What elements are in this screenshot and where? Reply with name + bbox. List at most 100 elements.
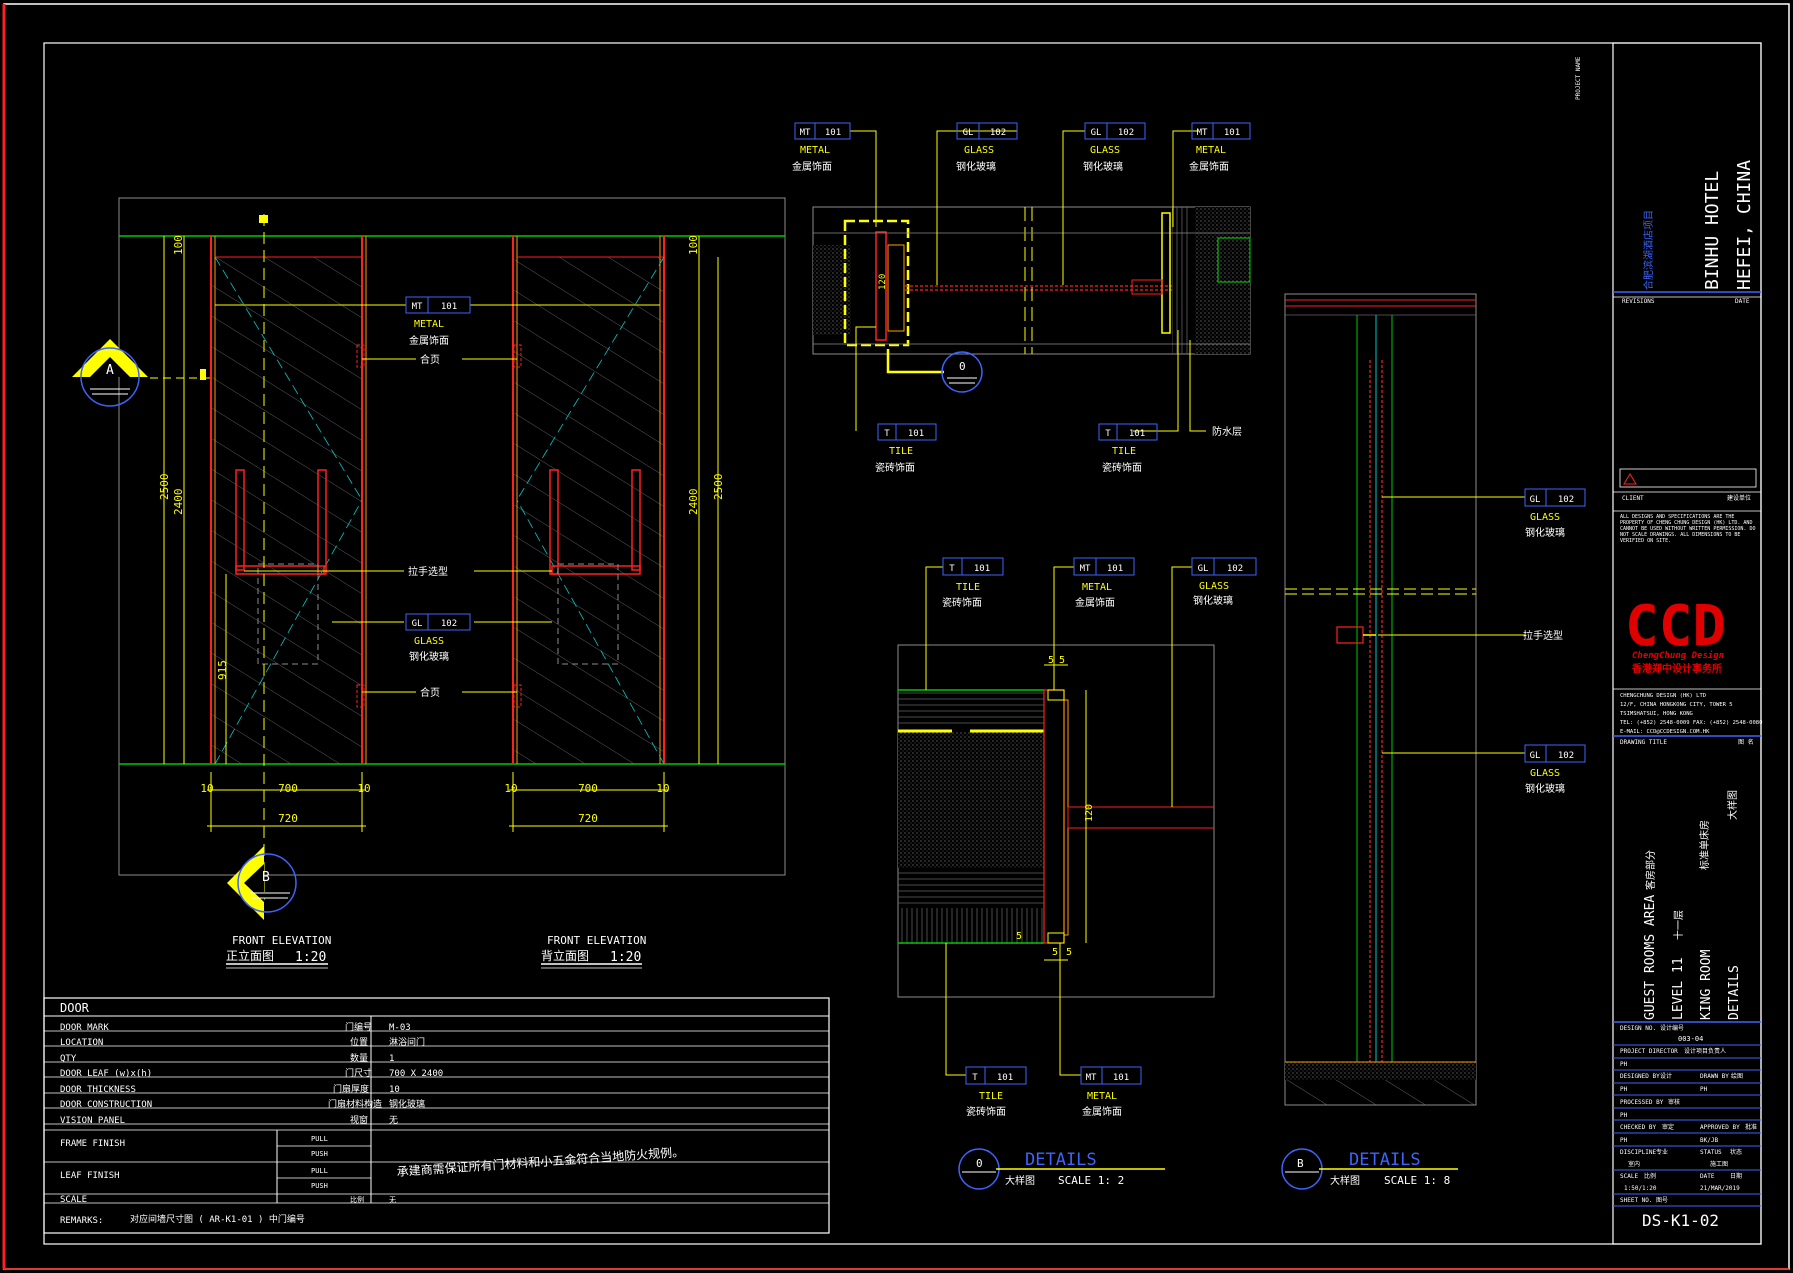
schedule-row-label: DOOR CONSTRUCTION (60, 1100, 152, 1110)
plan-tag-gl102-a: GL 102 GLASS 钢化玻璃 (956, 122, 1018, 173)
svg-text:GLASS: GLASS (1530, 512, 1560, 523)
svg-text:102: 102 (1118, 128, 1134, 138)
svg-text:T: T (1105, 429, 1111, 439)
tb-scale: SCALE (1620, 1173, 1638, 1180)
dim-10-b: 10 (357, 782, 370, 795)
svg-text:1:20: 1:20 (295, 950, 326, 965)
section-tag-mt101-top: MT 101 METAL 金属饰面 (1073, 557, 1135, 609)
dim-100-left: 100 (172, 235, 185, 255)
tb-company-line: E-MAIL: CCD@CCDESIGN.COM.HK (1620, 729, 1710, 735)
svg-text:TILE: TILE (1112, 446, 1136, 457)
schedule-row-cn: 门扇厚度 (333, 1083, 369, 1095)
section-detail: 5 5 5 5 5 120 T 101 TILE 瓷砖饰面 MT 101 (897, 557, 1257, 1190)
svg-text:钢化玻璃: 钢化玻璃 (409, 650, 449, 663)
svg-text:102: 102 (1227, 564, 1243, 574)
tb-details-en: DETAILS (1727, 965, 1742, 1020)
tb-company-line: 12/F, CHINA HONGKONG CITY, TOWER 5 (1620, 702, 1733, 708)
door-leaf-front (210, 236, 367, 765)
tb-room-en: KING ROOM (1699, 949, 1714, 1020)
schedule-push-1: PUSH (311, 1150, 328, 1158)
svg-text:GLASS: GLASS (964, 145, 994, 156)
svg-text:101: 101 (1107, 564, 1123, 574)
svg-text:FRONT ELEVATION: FRONT ELEVATION (232, 934, 331, 947)
schedule-row-value: M-03 (389, 1023, 411, 1033)
tb-drawing-number: DS-K1-02 (1642, 1211, 1719, 1230)
tb-drawn-by-cn: 绘图 (1731, 1072, 1743, 1080)
section-dim-5-c: 5 (1016, 931, 1022, 942)
tb-processed-by-cn: 审核 (1668, 1098, 1680, 1106)
tb-date-value: 21/MAR/2019 (1700, 1185, 1740, 1192)
tb-date-cn: 日期 (1730, 1172, 1742, 1180)
tb-project-line2: HEFEI, CHINA (1734, 160, 1755, 290)
schedule-row-label: DOOR THICKNESS (60, 1085, 136, 1095)
plan-tag-t101-left: T 101 TILE 瓷砖饰面 (875, 423, 937, 474)
svg-text:METAL: METAL (414, 319, 444, 330)
plan-tag-mt101-right: MT 101 METAL 金属饰面 (1189, 122, 1251, 173)
svg-text:A: A (106, 363, 114, 378)
ccd-logo: CCD ChengChung Design 香港郑中设计事务所 (1625, 594, 1726, 675)
dim-915: 915 (216, 660, 229, 680)
svg-text:SCALE 1: 2: SCALE 1: 2 (1058, 1174, 1124, 1187)
plan-detail: 120 0 MT 101 METAL 金属饰面 (792, 122, 1251, 474)
b-handle-label: 拉手选型 (1523, 629, 1563, 642)
svg-text:102: 102 (1558, 495, 1574, 505)
tb-drawing-title-cn: 图 名 (1738, 738, 1754, 746)
schedule-push-2: PUSH (311, 1182, 328, 1190)
dim-10-a: 10 (200, 782, 213, 795)
tb-design-no: 003-04 (1678, 1035, 1703, 1043)
svg-text:金属饰面: 金属饰面 (409, 334, 449, 347)
svg-text:T: T (949, 564, 955, 574)
section-marker-a: A (72, 339, 148, 407)
tb-revisions: REVISIONS (1622, 298, 1655, 305)
svg-text:钢化玻璃: 钢化玻璃 (1083, 160, 1123, 173)
svg-text:大样图: 大样图 (1005, 1174, 1035, 1187)
hinge-label-bottom: 合页 (420, 686, 440, 699)
svg-text:T: T (884, 429, 890, 439)
svg-text:瓷砖饰面: 瓷砖饰面 (1102, 461, 1142, 474)
schedule-fire-note: 承建商需保证所有门材料和小五金符合当地防火规例。 (396, 1144, 684, 1179)
svg-text:101: 101 (997, 1073, 1013, 1083)
tb-company-line: CHENGCHUNG DESIGN (HK) LTD (1620, 693, 1706, 699)
svg-text:GLASS: GLASS (414, 636, 444, 647)
svg-text:GL: GL (1198, 564, 1209, 574)
svg-text:背立面图: 背立面图 (541, 948, 589, 963)
schedule-row-label: LOCATION (60, 1038, 103, 1048)
svg-text:ChengChung Design: ChengChung Design (1632, 650, 1724, 661)
plan-waterproof-label: 防水层 (1212, 425, 1242, 438)
schedule-frame-finish: FRAME FINISH (60, 1139, 125, 1149)
door-leaf-back (512, 236, 665, 765)
svg-text:0: 0 (959, 360, 966, 373)
schedule-row-value: 700 X 2400 (389, 1069, 443, 1079)
dim-2500-left: 2500 (158, 474, 171, 501)
tb-details-cn: 大样图 (1726, 790, 1739, 820)
svg-text:瓷砖饰面: 瓷砖饰面 (942, 596, 982, 609)
schedule-scale-cn: 比例 (350, 1195, 364, 1204)
tb-level-cn: 十一层 (1672, 910, 1685, 940)
svg-text:金属饰面: 金属饰面 (792, 160, 832, 173)
tb-discipline: DISCIPLINE (1620, 1149, 1657, 1156)
section-dim-120: 120 (1084, 804, 1095, 822)
tb-level-en: LEVEL 11 (1671, 957, 1686, 1020)
tb-ph-2: PH (1620, 1086, 1628, 1093)
svg-text:B: B (1297, 1157, 1304, 1170)
tb-bk: BK/JB (1700, 1137, 1718, 1144)
tb-sheet-no: SHEET NO. (1620, 1197, 1653, 1204)
dim-700-left: 700 (278, 782, 298, 795)
svg-text:MT: MT (1080, 564, 1091, 574)
b-detail-title: B DETAILS 大样图 SCALE 1: 8 (1281, 1148, 1458, 1190)
svg-text:0: 0 (976, 1157, 983, 1170)
schedule-remarks-label: REMARKS: (60, 1216, 103, 1226)
tb-designed-by-cn: 设计 (1660, 1072, 1672, 1080)
dim-720-left: 720 (278, 812, 298, 825)
schedule-row-cn: 视窗 (350, 1114, 368, 1126)
svg-text:101: 101 (1113, 1073, 1129, 1083)
tb-discipline-cn: 专业 (1656, 1148, 1668, 1156)
schedule-pull-1: PULL (311, 1135, 328, 1143)
tb-project-cn: 合肥滨湖酒店项目 (1642, 210, 1655, 290)
elevation-title-front: FRONT ELEVATION 正立面图 1:20 (226, 934, 331, 969)
svg-text:钢化玻璃: 钢化玻璃 (1193, 594, 1233, 607)
schedule-row-label: QTY (60, 1054, 77, 1064)
svg-text:101: 101 (974, 564, 990, 574)
tb-project-line1: BINHU HOTEL (1702, 171, 1723, 290)
front-elevation: 2500 2400 100 915 2400 2500 100 10 700 1… (72, 197, 786, 969)
